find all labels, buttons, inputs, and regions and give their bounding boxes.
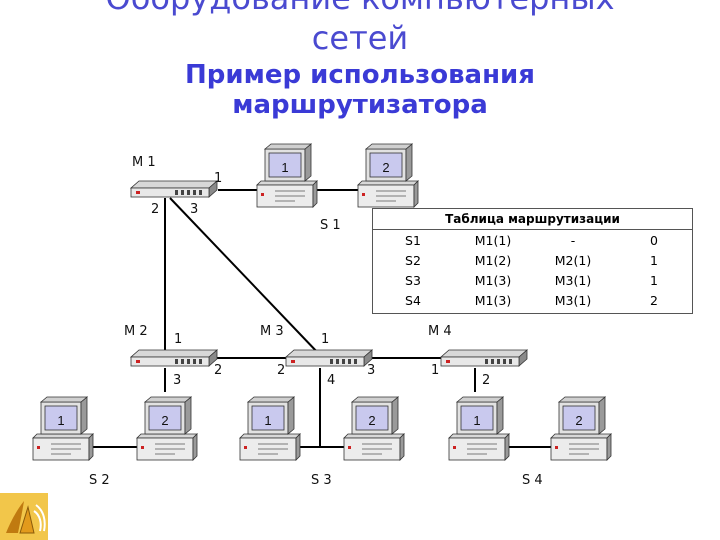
segment-label-s2: S 2 — [89, 473, 110, 488]
slide-subtitle-line1: Пример использования — [185, 60, 535, 90]
table-row: S2 M1(2) M2(1) 1 — [373, 250, 692, 270]
computer-s4-2-number: 2 — [575, 413, 582, 428]
computer-s1-1-number: 1 — [281, 160, 288, 175]
router-label-m2: M 2 — [124, 324, 148, 339]
computer-s2-1 — [32, 396, 94, 461]
computer-s1-2 — [357, 143, 419, 208]
segment-label-s1: S 1 — [320, 218, 341, 233]
router-label-m3: M 3 — [260, 324, 284, 339]
link-m1-m3 — [169, 197, 321, 356]
computer-s1-2-number: 2 — [382, 160, 389, 175]
computer-s4-1 — [448, 396, 510, 461]
port-m2-2: 2 — [214, 363, 223, 378]
computer-s3-1-number: 1 — [264, 413, 271, 428]
computer-s3-1 — [239, 396, 301, 461]
table-cell: 1 — [650, 272, 658, 288]
port-m3-2: 2 — [277, 363, 286, 378]
table-cell: S4 — [405, 292, 421, 308]
table-cell: M1(3) — [474, 272, 512, 288]
computer-s1-1 — [256, 143, 318, 208]
page-title-line2: сетей — [311, 19, 409, 57]
port-m1-2: 2 — [151, 202, 160, 217]
computer-s3-2-number: 2 — [368, 413, 375, 428]
port-m3-1: 1 — [321, 332, 330, 347]
port-m1-1: 1 — [214, 171, 223, 186]
page-title-line1: Оборудование компьютерных — [105, 0, 614, 17]
port-m2-1: 1 — [174, 332, 183, 347]
port-m1-3: 3 — [190, 202, 199, 217]
computer-s4-2 — [550, 396, 612, 461]
table-cell: M3(1) — [554, 272, 592, 288]
router-label-m4: M 4 — [428, 324, 452, 339]
routing-table-title: Таблица маршрутизации — [373, 209, 692, 230]
table-cell: M3(1) — [554, 292, 592, 308]
port-m3-3: 3 — [367, 363, 376, 378]
segment-label-s4: S 4 — [522, 473, 543, 488]
table-cell: M1(3) — [474, 292, 512, 308]
table-cell: S1 — [405, 232, 421, 248]
port-m3-4: 4 — [327, 373, 336, 388]
table-cell: M2(1) — [554, 252, 592, 268]
router-label-m1: M 1 — [132, 155, 156, 170]
router-m2 — [130, 349, 218, 367]
table-cell: 1 — [650, 252, 658, 268]
page-title: Оборудование компьютерных сетей — [0, 0, 720, 58]
segment-label-s3: S 3 — [311, 473, 332, 488]
computer-s4-1-number: 1 — [473, 413, 480, 428]
slide-subtitle-line2: маршрутизатора — [232, 90, 488, 120]
table-row: S3 M1(3) M3(1) 1 — [373, 270, 692, 290]
table-cell: S2 — [405, 252, 421, 268]
router-m3 — [285, 349, 373, 367]
table-row: S4 M1(3) M3(1) 2 — [373, 290, 692, 310]
table-cell: S3 — [405, 272, 421, 288]
computer-s2-2-number: 2 — [161, 413, 168, 428]
logo-icon — [0, 493, 48, 540]
table-cell: 0 — [650, 232, 658, 248]
table-cell: M1(2) — [474, 252, 512, 268]
slide-subtitle: Пример использования маршрутизатора — [0, 60, 720, 120]
computer-s2-2 — [136, 396, 198, 461]
table-cell: 2 — [650, 292, 658, 308]
table-cell: M1(1) — [474, 232, 512, 248]
router-m4 — [440, 349, 528, 367]
routing-table: Таблица маршрутизации S1 M1(1) - 0 S2 M1… — [372, 208, 693, 314]
table-cell: - — [570, 232, 576, 248]
computer-s3-2 — [343, 396, 405, 461]
port-m4-2: 2 — [482, 373, 491, 388]
port-m2-3: 3 — [173, 373, 182, 388]
computer-s2-1-number: 1 — [57, 413, 64, 428]
table-row: S1 M1(1) - 0 — [373, 230, 692, 250]
routing-table-grid: S1 M1(1) - 0 S2 M1(2) M2(1) 1 S3 M1(3) M… — [373, 230, 692, 310]
router-m1 — [130, 180, 218, 198]
port-m4-1: 1 — [431, 363, 440, 378]
